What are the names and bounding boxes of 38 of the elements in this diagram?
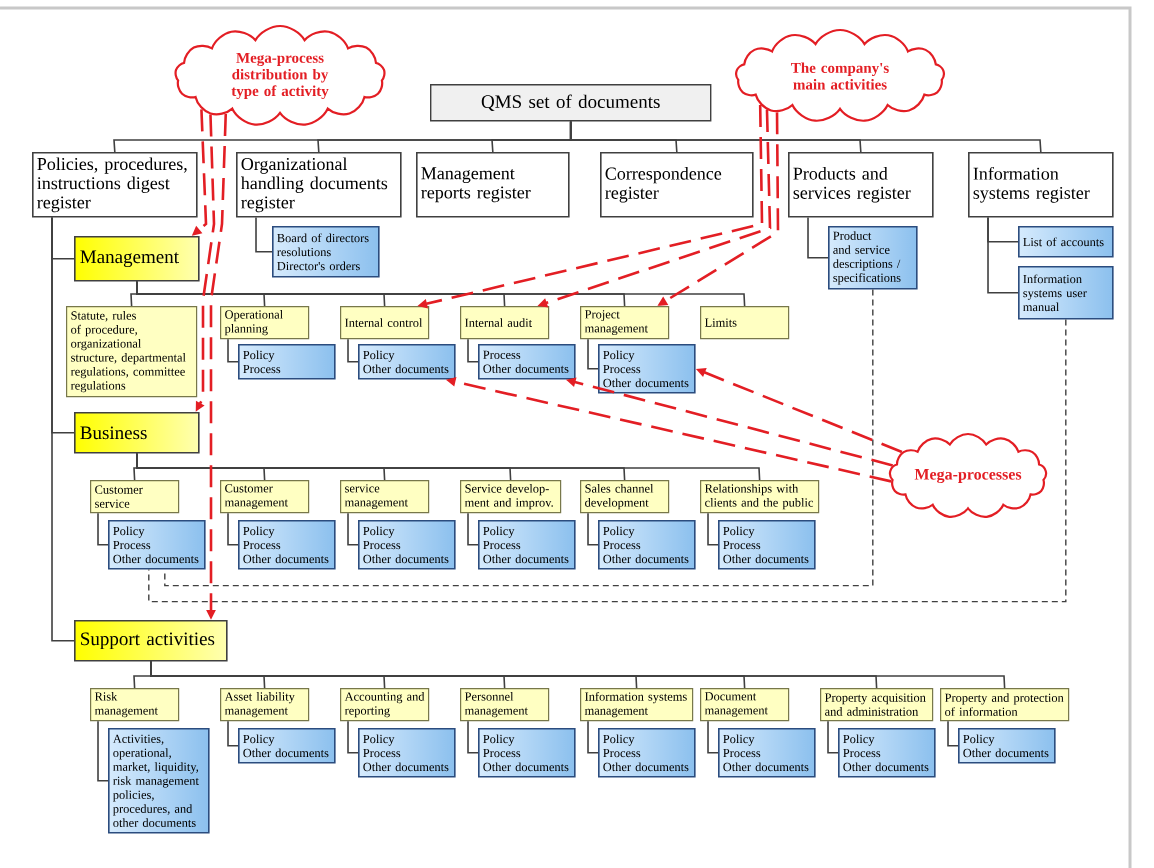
connector-line [467,720,479,754]
connector-line [51,216,75,642]
connector-line [707,512,719,546]
connector-line [569,120,1042,153]
connector-line [707,720,719,754]
connector-line [947,720,959,747]
connector-line [97,720,109,782]
root-box: QMS set of documents [430,84,712,122]
connector-line [227,512,239,546]
connector-line [467,512,479,546]
connector-line [587,338,599,370]
callout-cloud: Mega-processes [888,432,1048,518]
connector-line [136,280,746,307]
connector-line [807,216,829,259]
register-box: Policies, procedures, instructions digest register [32,152,198,218]
category-box: Management [74,236,200,282]
connector-line [827,720,839,754]
category-box: Business [74,412,200,454]
dashed-line [164,288,874,587]
register-box: Products and services register [788,152,934,218]
connector-line [227,720,239,747]
category-box: Support activities [74,620,228,662]
register-box: Information systems register [968,152,1114,218]
connector-line [987,216,1019,294]
register-box: Organizational handling documents register [236,152,402,218]
connector-line [97,512,109,546]
connector-line [587,720,599,754]
connector-line [255,216,273,253]
register-box: Management reports register [416,152,570,218]
connector-line [136,452,761,481]
connector-line [467,338,479,363]
dashed-line [148,318,1067,603]
connector-line [347,338,359,363]
connector-line [347,512,359,546]
register-box: Correspondence register [600,152,754,218]
connector-line [227,338,239,363]
connector-line [587,512,599,546]
connector-line [347,720,359,754]
